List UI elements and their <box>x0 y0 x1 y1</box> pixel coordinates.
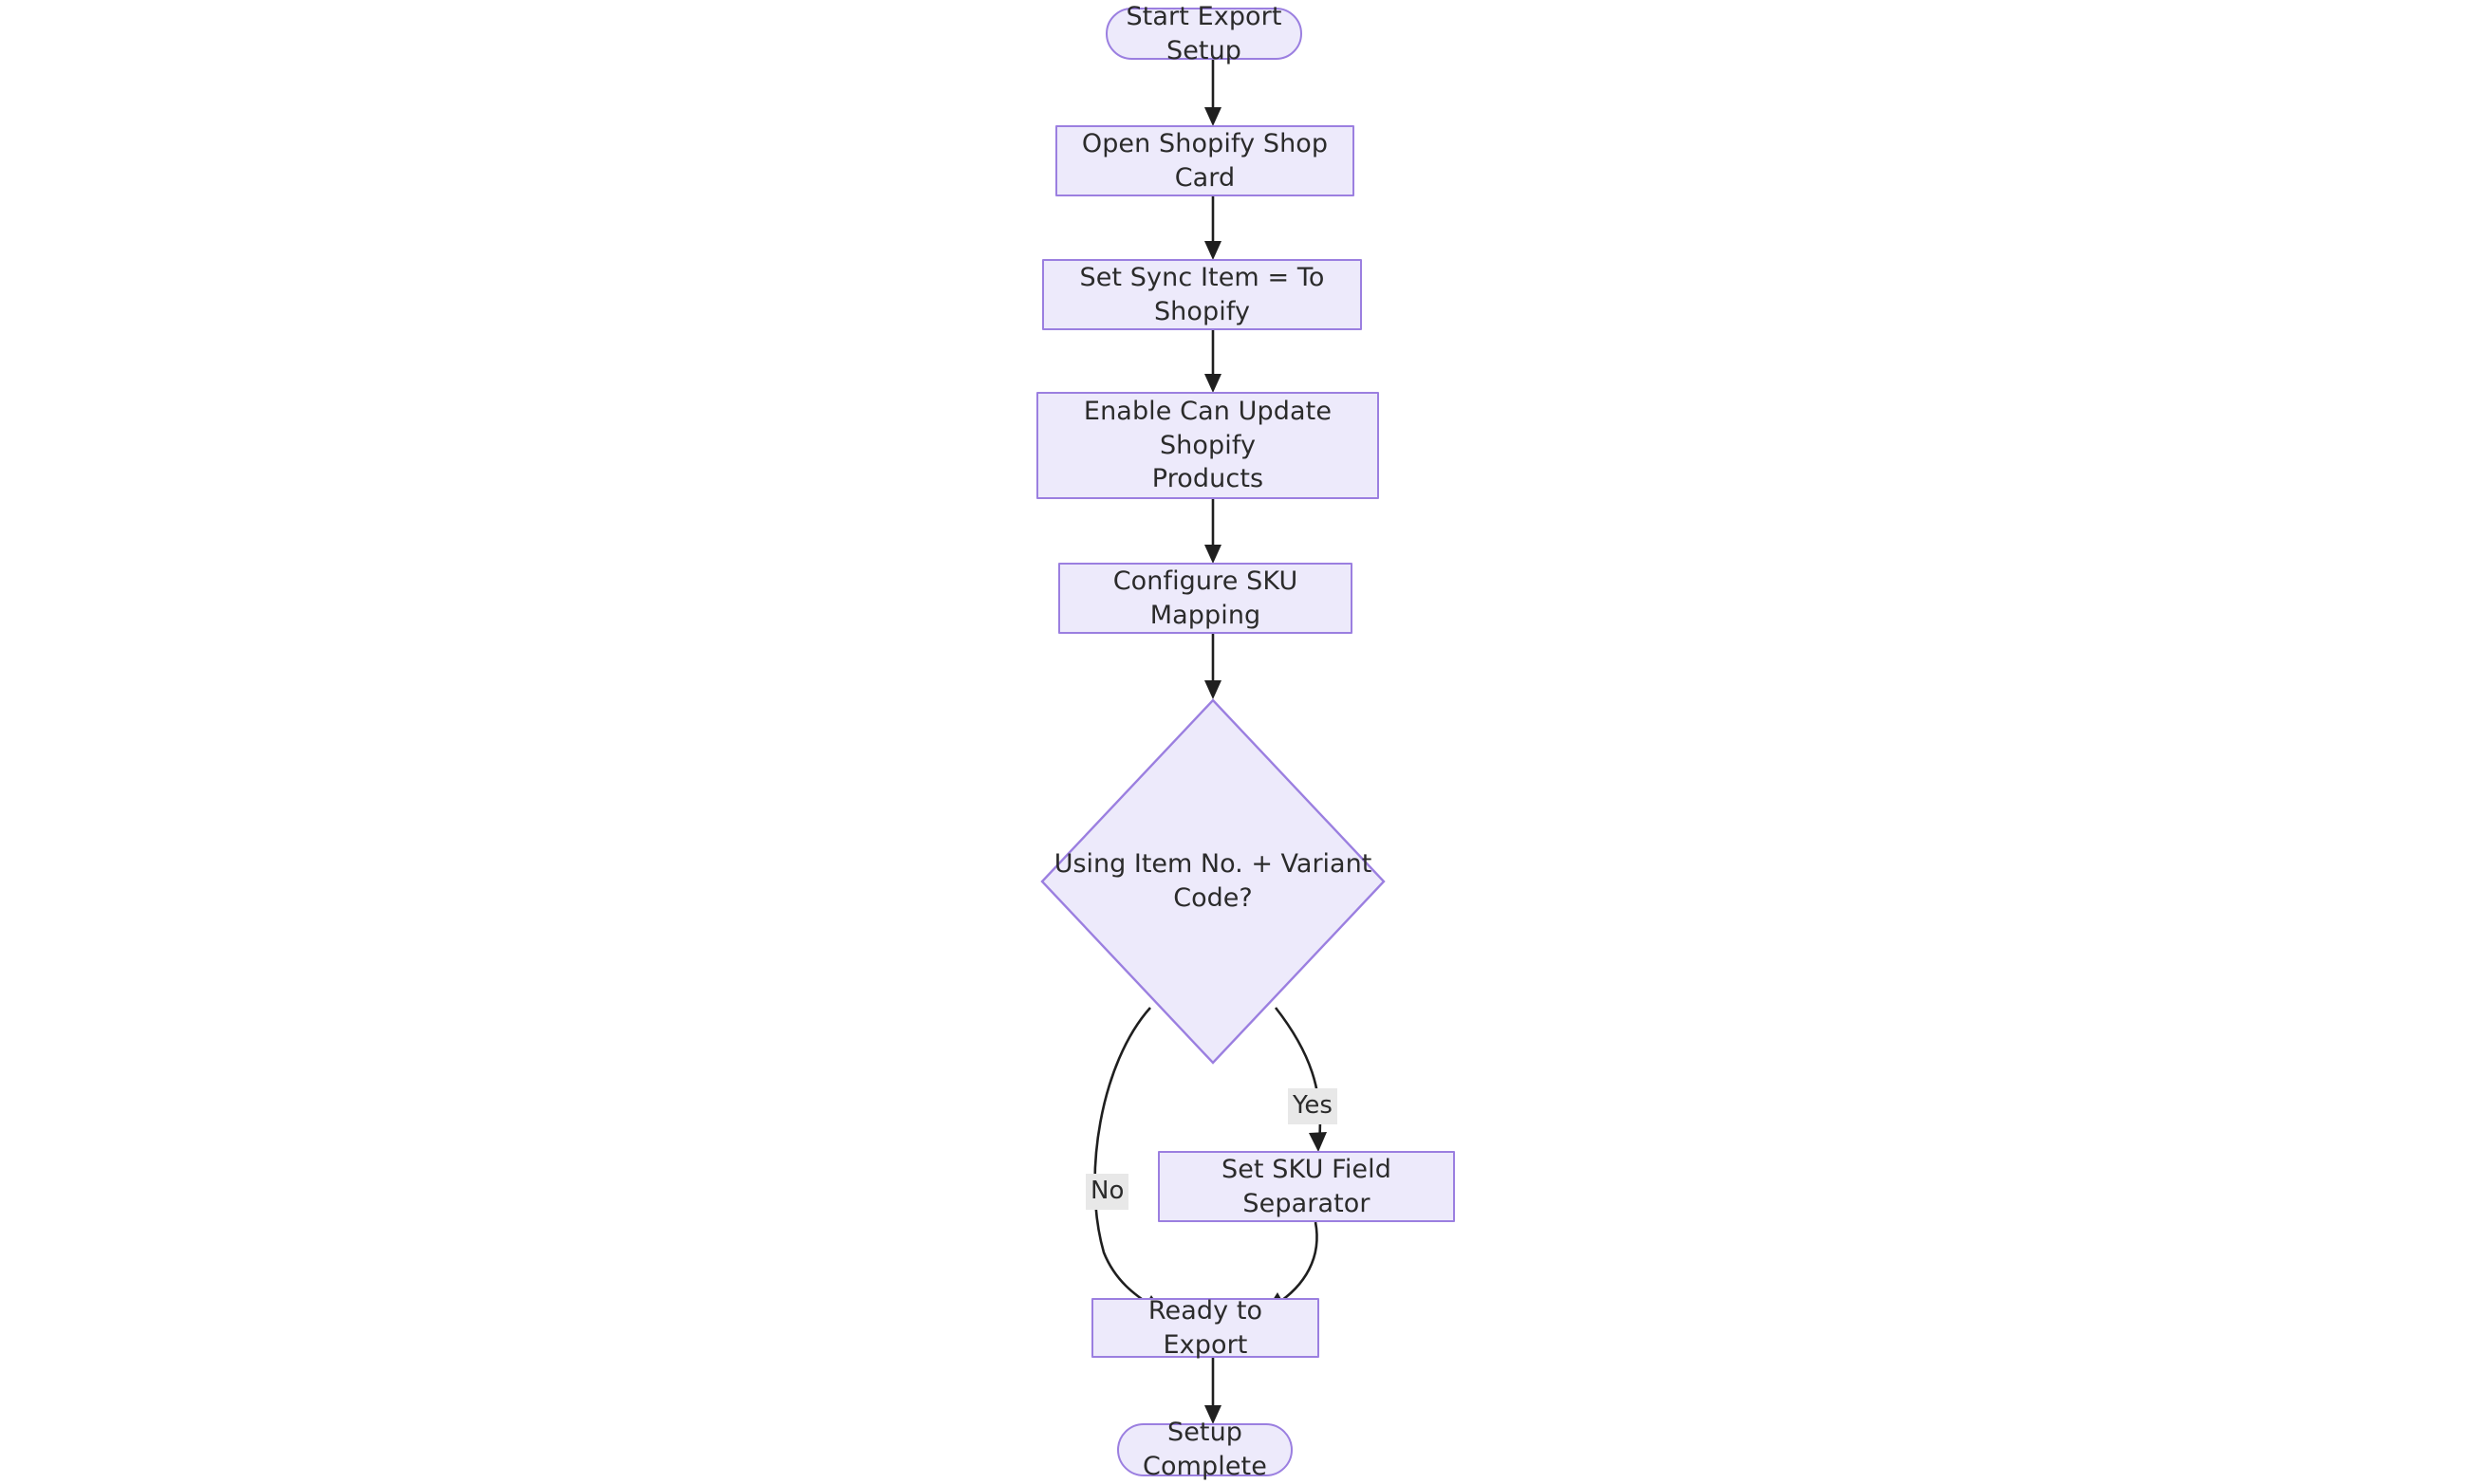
edge-start-to-open-card <box>1204 59 1221 126</box>
edge-open-card-to-sync-item <box>1204 196 1221 260</box>
node-open-shopify-shop-card[interactable]: Open Shopify Shop Card <box>1055 125 1354 196</box>
node-set-sync-item[interactable]: Set Sync Item = To Shopify <box>1042 259 1362 330</box>
edge-decision-to-separator-yes <box>1274 1007 1327 1152</box>
diamond-shape <box>1040 698 1386 1065</box>
node-label: Configure SKU Mapping <box>1112 566 1298 630</box>
node-using-item-no-variant-code-decision[interactable]: Using Item No. + Variant Code? <box>1040 698 1386 1065</box>
node-set-sku-field-separator[interactable]: Set SKU Field Separator <box>1158 1151 1455 1222</box>
edge-sync-item-to-can-update <box>1204 330 1221 393</box>
edge-ready-to-complete <box>1204 1358 1221 1424</box>
node-label: Start Export Setup <box>1126 1 1282 65</box>
node-configure-sku-mapping[interactable]: Configure SKU Mapping <box>1058 563 1352 634</box>
edge-label-no: No <box>1086 1174 1129 1210</box>
node-enable-can-update-shopify-products[interactable]: Enable Can Update Shopify Products <box>1036 392 1379 499</box>
node-label: Set SKU Field Separator <box>1221 1154 1391 1218</box>
node-ready-to-export[interactable]: Ready to Export <box>1091 1296 1319 1360</box>
node-label: Set Sync Item = To Shopify <box>1079 262 1325 326</box>
edge-can-update-to-sku-mapping <box>1204 499 1221 564</box>
edge-sku-mapping-to-decision <box>1204 634 1221 699</box>
node-label: Setup Complete <box>1143 1418 1267 1481</box>
node-start-export-setup[interactable]: Start Export Setup <box>1106 2 1302 65</box>
node-label: Enable Can Update Shopify Products <box>1083 397 1333 494</box>
node-setup-complete[interactable]: Setup Complete <box>1117 1418 1293 1481</box>
edge-label-yes: Yes <box>1288 1088 1337 1124</box>
node-label: Open Shopify Shop Card <box>1081 128 1329 193</box>
node-label: Ready to Export <box>1147 1295 1263 1360</box>
